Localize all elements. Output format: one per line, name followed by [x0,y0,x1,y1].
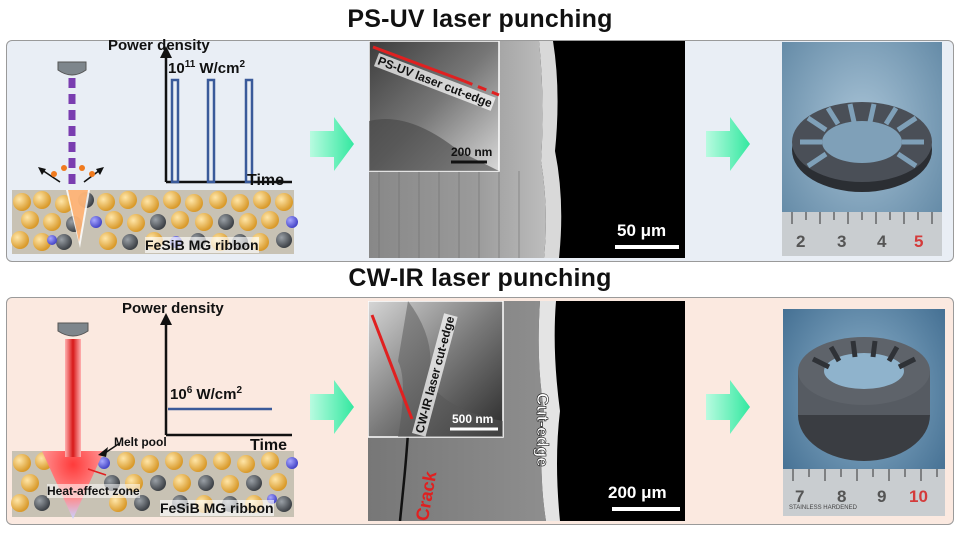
bottom-material-label: FeSiB MG ribbon [160,500,274,516]
bottom-axis-x-label: Time [250,437,288,454]
cut-edge-label: Cut-edge [533,393,553,467]
top-power-value: 1011 W/cm2 [168,59,246,77]
laser-nozzle [57,322,89,337]
top-main-scale: 50 μm [617,221,667,240]
continuous-laser-beam [65,339,81,457]
ruler-num: 5 [914,232,924,251]
top-sample-photo: 2 3 4 5 [782,42,942,256]
arrow-right-icon [706,380,750,434]
top-sem-texture [368,40,679,258]
melt-pool-label: Melt pool [114,435,167,449]
pulse-train [170,78,254,184]
bottom-main-scale: 200 μm [608,483,667,502]
heat-zone-label: Heat-affect zone [47,484,140,498]
arrow-right-icon [706,117,750,171]
ruler-num: 10 [909,487,928,506]
arrow-right-icon [310,117,354,171]
top-washer [782,42,942,256]
ruler-num: 9 [877,487,887,506]
bottom-axis-y-label: Power density [122,300,224,317]
ruler-num: 4 [877,232,887,251]
crack-line [398,432,410,522]
arrow-right-icon [310,380,354,434]
top-sem-image: PS-UV laser cut-edge 200 nm 50 μm [368,40,685,258]
top-inset-scale: 200 nm [451,145,493,159]
bottom-power-value: 106 W/cm2 [170,385,242,403]
bottom-title: CW-IR laser punching [348,264,612,292]
ruler-small-text: STAINLESS HARDENED [789,505,857,511]
ruler-num: 7 [795,487,805,506]
top-title: PS-UV laser punching [347,5,613,33]
top-material-label: FeSiB MG ribbon [145,237,259,253]
laser-nozzle [57,61,87,76]
top-schematic [11,46,298,254]
top-axis-x-label: Time [247,172,285,189]
ruler-num: 2 [796,232,806,251]
top-axis-y-label: Power density [108,37,210,54]
ruler-num: 8 [837,487,847,506]
bottom-sample-photo: 7 8 9 10 STAINLESS HARDENED [783,309,945,516]
bottom-washer [783,309,945,516]
ruler-num: 3 [837,232,847,251]
bottom-sem-image: CW-IR laser cut-edge 500 nm Crack Cut-ed… [367,300,685,522]
bottom-inset-scale: 500 nm [452,412,494,426]
